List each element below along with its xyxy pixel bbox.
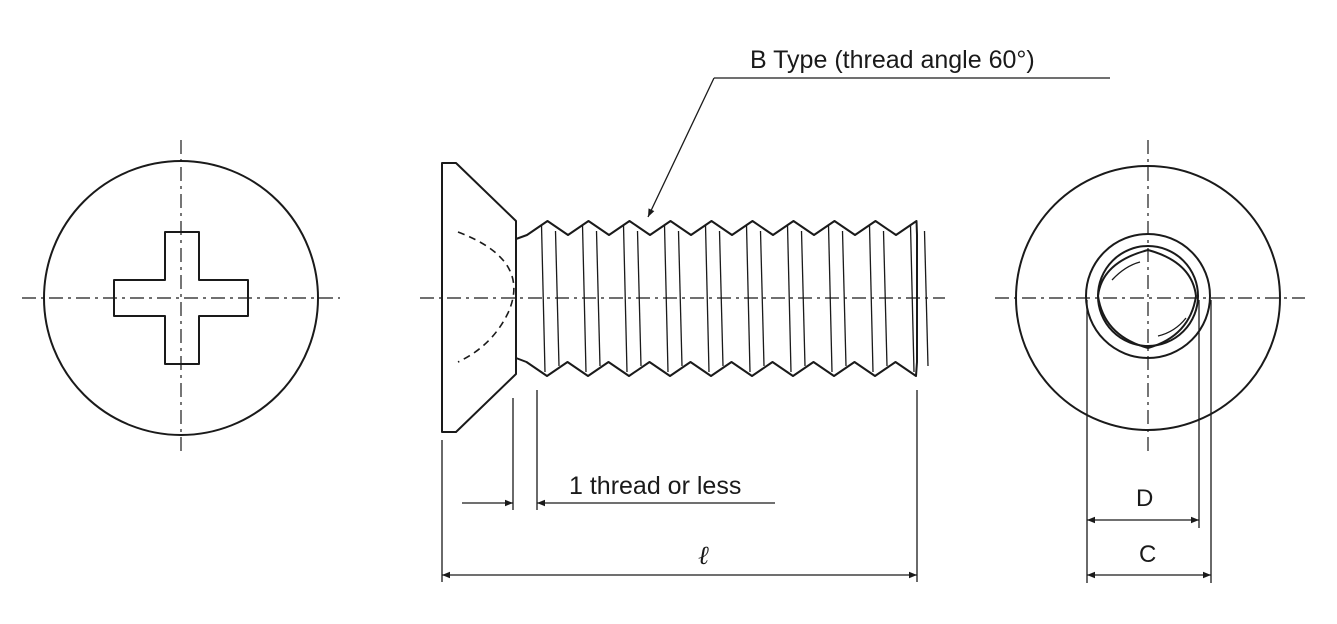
- thread-crest-line: [540, 224, 546, 373]
- dim-d-label: D: [1136, 485, 1153, 512]
- trilobular-section: [1097, 249, 1197, 349]
- thread-crest-line: [786, 224, 792, 373]
- dim-c-label: C: [1139, 541, 1156, 568]
- length-dimension: ℓ: [441, 390, 918, 582]
- thread-crest-line: [622, 224, 628, 373]
- diameter-dimensions: D C: [1086, 300, 1212, 583]
- thread-type-callout: B Type (thread angle 60°): [647, 46, 1110, 218]
- thread-flank-line: [595, 230, 601, 367]
- thread-crest-line: [704, 224, 710, 373]
- thread-flank-line: [677, 230, 683, 367]
- head-top-view: [22, 140, 340, 455]
- thread-note-dimension: 1 thread or less: [462, 390, 775, 510]
- thread-type-label: B Type (thread angle 60°): [750, 46, 1035, 74]
- phillips-cross-recess-icon: [113, 231, 249, 365]
- tip-end-view: [995, 140, 1305, 455]
- length-label: ℓ: [698, 541, 709, 570]
- thread-flank-line: [759, 230, 765, 367]
- screw-side-view: [420, 162, 945, 433]
- thread-note-label: 1 thread or less: [569, 472, 741, 500]
